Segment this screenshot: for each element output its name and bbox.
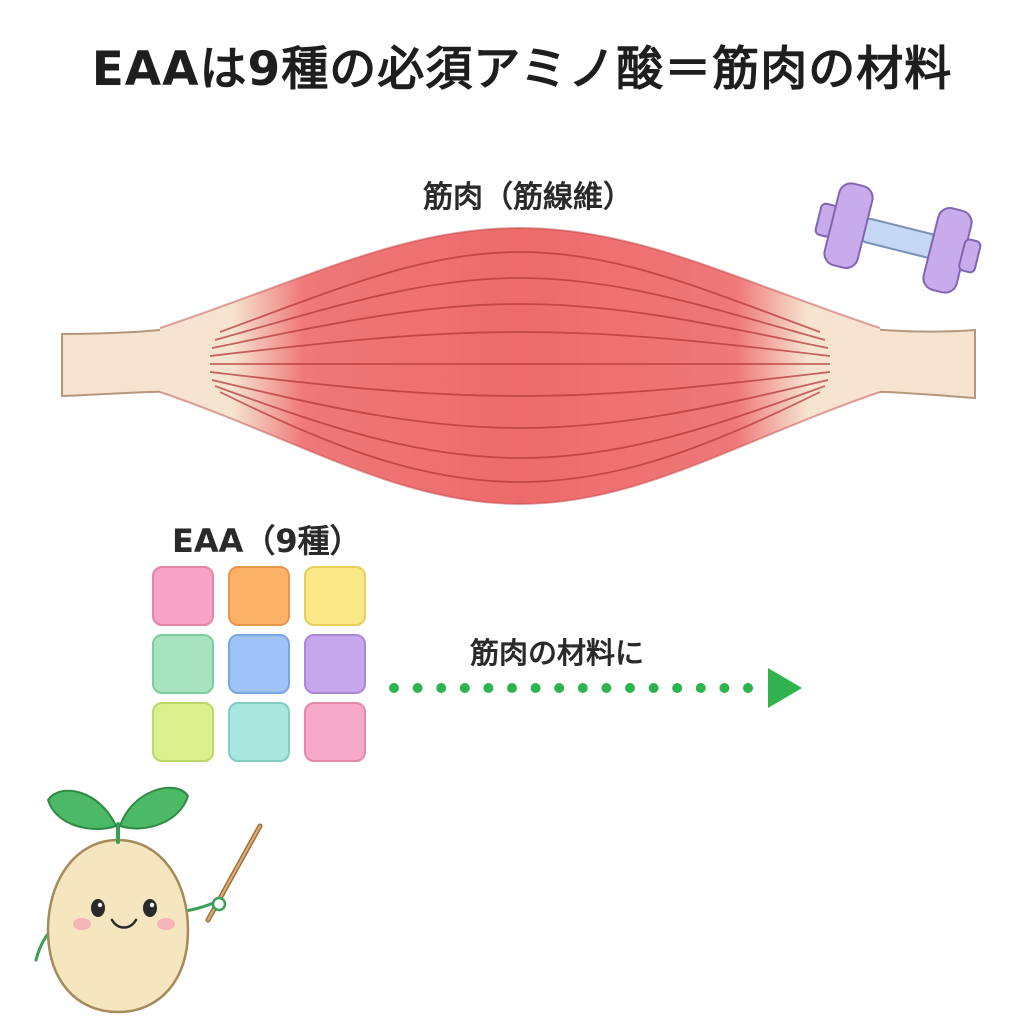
arrow-dot xyxy=(695,683,706,693)
eaa-block xyxy=(228,702,290,762)
arrow-dot xyxy=(648,683,659,693)
arrow-dot xyxy=(530,683,541,693)
eaa-block xyxy=(228,566,290,626)
eaa-block xyxy=(304,634,366,694)
arrow-dot xyxy=(554,683,565,693)
arrow-dot xyxy=(507,683,517,693)
leaf-left-icon xyxy=(46,789,118,830)
eaa-block xyxy=(228,634,290,694)
page-title: EAAは9種の必須アミノ酸＝筋肉の材料 xyxy=(91,42,953,97)
arrow-dot xyxy=(459,683,470,693)
arrow-label: 筋肉の材料に xyxy=(470,636,645,670)
arrow-head xyxy=(768,668,802,708)
eaa-block xyxy=(304,566,366,626)
arrow-dot xyxy=(483,683,494,693)
muscle-label: 筋肉（筋線維） xyxy=(423,180,633,215)
muscle-belly xyxy=(160,228,880,504)
arrow-dot xyxy=(625,683,635,693)
arrow-dot xyxy=(389,683,399,693)
leaf-right-icon xyxy=(118,786,190,830)
arrow-dot xyxy=(601,683,612,693)
eaa-label: EAA（9種） xyxy=(172,522,362,560)
eaa-block xyxy=(304,702,366,762)
arrow-dot xyxy=(719,683,730,693)
arrow-dot xyxy=(436,683,447,693)
arrow-dot xyxy=(743,683,753,693)
muscle-fibers xyxy=(209,251,831,483)
eaa-block xyxy=(152,566,214,626)
eaa-block-grid xyxy=(152,566,366,764)
eaa-block xyxy=(152,702,214,762)
arrow-dot xyxy=(577,683,588,693)
arrow-dot xyxy=(412,683,423,693)
arrow-dot xyxy=(672,683,683,693)
eaa-block xyxy=(152,634,214,694)
